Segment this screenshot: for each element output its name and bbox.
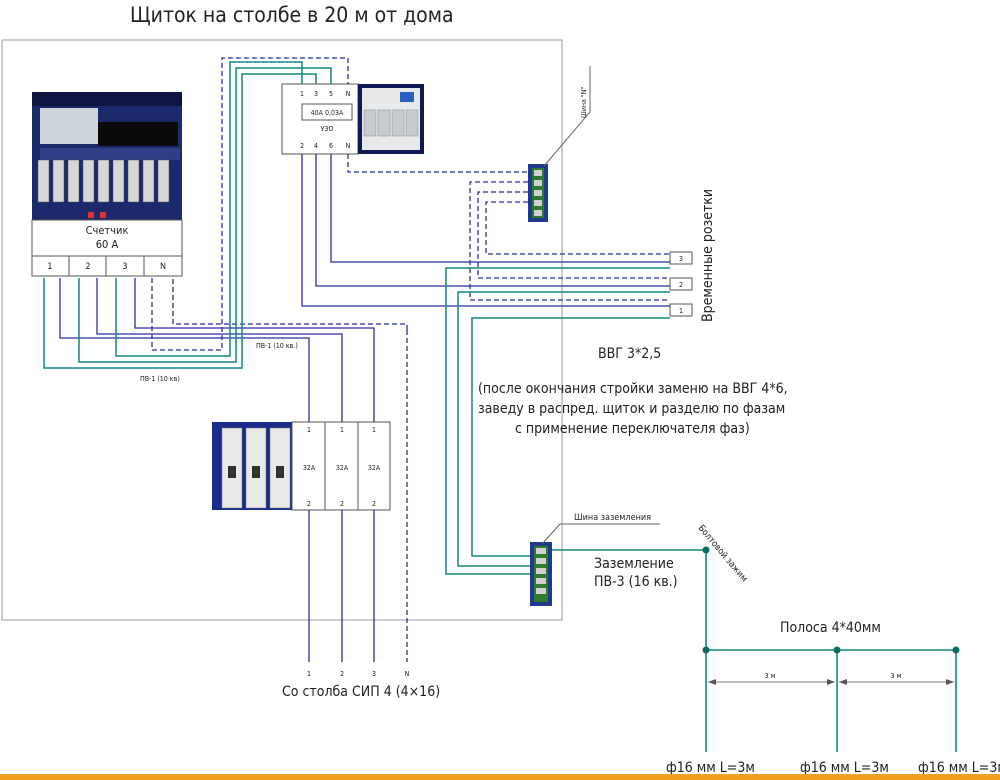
rcd-bottom-n: N: [346, 142, 351, 150]
grounding-wire-label: ПВ-3 (16 кв.): [594, 574, 678, 590]
rcd-bottom-6: 6: [329, 142, 333, 150]
note-line-3: с применение переключателя фаз): [515, 421, 750, 437]
meter-terminal-1: 1: [47, 262, 52, 272]
rcd-top-n: N: [346, 90, 351, 98]
rcd-bottom-2: 2: [300, 142, 304, 150]
breaker-1-bottom: 2: [307, 500, 311, 508]
earth-electrode: 3 м 3 м Полоса 4*40мм ф16 мм L=3м ф16 мм…: [666, 546, 1000, 776]
meter-label: Счетчик: [86, 224, 129, 237]
breaker-1-rating: 32А: [303, 464, 316, 472]
panel-enclosure: [1, 39, 563, 621]
breaker-2-bottom: 2: [340, 500, 344, 508]
bottom-bar: [0, 774, 1000, 780]
wire-label-pv1-upper: ПВ-1 (10 кв.): [256, 342, 298, 350]
breaker-3-top: 1: [372, 426, 376, 434]
rcd-top-5: 5: [329, 90, 333, 98]
breaker-3-bottom: 2: [372, 500, 376, 508]
rcd-top-3: 3: [314, 90, 318, 98]
breaker-2-rating: 32А: [336, 464, 349, 472]
ground-bus-label: Шина заземления: [574, 513, 651, 523]
grounding-label: Заземление: [594, 556, 674, 572]
breaker-1-top: 1: [307, 426, 311, 434]
rcd-bottom-4: 4: [314, 142, 318, 150]
ground-bus: Шина заземления: [530, 513, 660, 606]
meter-terminal-3: 3: [122, 262, 127, 272]
meter-terminal-n: N: [160, 262, 166, 272]
socket-terminal-1: 1: [679, 307, 683, 315]
meter-terminal-2: 2: [85, 262, 90, 272]
breaker-3-rating: 32А: [368, 464, 381, 472]
n-bus-label: Шина "N": [580, 87, 588, 118]
rcd-device: 1 3 5 N 40А 0,03А УЗО 2 4 6 N: [281, 83, 424, 155]
breaker-2-top: 1: [340, 426, 344, 434]
note-line-2: заведу в распред. щиток и разделю по фаз…: [478, 401, 785, 417]
spacing-1: 3 м: [765, 672, 776, 680]
rcd-top-1: 1: [300, 90, 304, 98]
rcd-name: УЗО: [321, 125, 334, 133]
spacing-2: 3 м: [891, 672, 902, 680]
meter-rating: 60 А: [96, 238, 119, 251]
cable-label: ВВГ 3*2,5: [598, 346, 661, 362]
n-bus: Шина "N": [528, 66, 591, 222]
input-label: Со столба СИП 4 (4×16): [282, 684, 440, 700]
temporary-sockets: 3 2 1 Временные розетки: [669, 189, 716, 322]
input-terminal-3: 3: [372, 670, 376, 678]
rod-label-1: ф16 мм L=3м: [666, 760, 755, 776]
diagram-title: Щиток на столбе в 20 м от дома: [130, 3, 454, 27]
rcd-rating: 40А 0,03А: [311, 109, 344, 117]
note-line-1: (после окончания стройки заменю на ВВГ 4…: [478, 381, 788, 397]
rod-label-2: ф16 мм L=3м: [800, 760, 889, 776]
socket-terminal-2: 2: [679, 281, 683, 289]
clamp-label: Болтовой зажим: [696, 524, 749, 585]
electric-meter: Счетчик 60 А 1 2 3 N: [31, 92, 183, 277]
breakers: 1 1 1 32А 32А 32А 2 2 2: [212, 421, 391, 511]
sockets-label: Временные розетки: [700, 189, 716, 322]
input-terminal-1: 1: [307, 670, 311, 678]
strip-label: Полоса 4*40мм: [780, 620, 881, 636]
socket-terminal-3: 3: [679, 255, 683, 263]
input-terminal-2: 2: [340, 670, 344, 678]
wire-label-pv1-lower: ПВ-1 (10 кв): [140, 375, 180, 383]
input-terminal-n: N: [405, 670, 410, 678]
rod-label-3: ф16 мм L=3м: [918, 760, 1000, 776]
wires: ПВ-1 (10 кв.) ПВ-1 (10 кв): [43, 57, 706, 662]
